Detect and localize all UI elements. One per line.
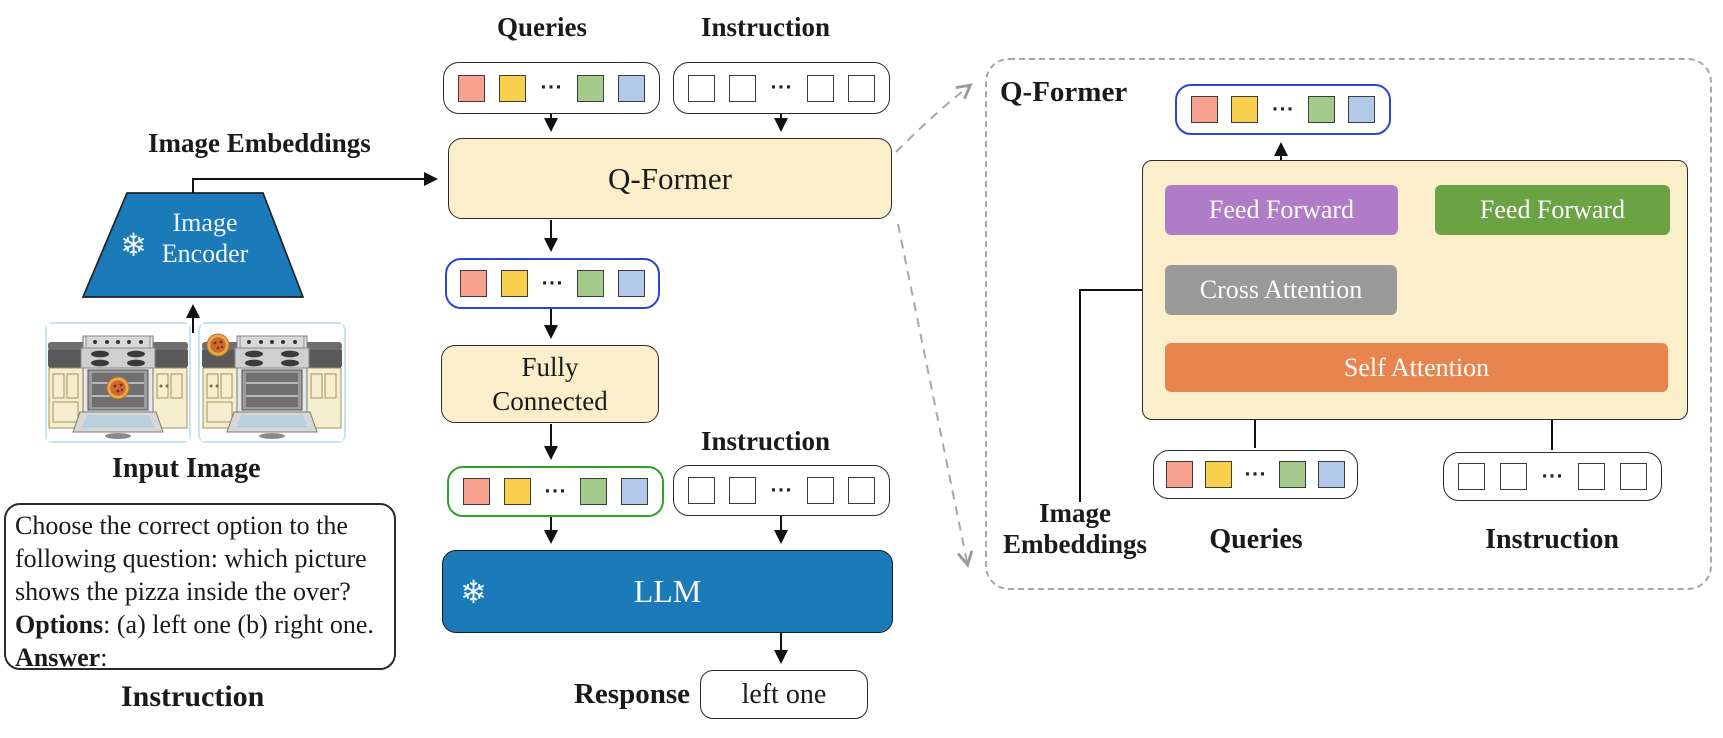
pizza-icon (106, 376, 130, 400)
query-output-token-row: ··· (445, 258, 660, 309)
prompt-line-answer: Answer: (15, 643, 108, 672)
query-token (1307, 96, 1335, 123)
feed-forward-left-box: Feed Forward (1165, 185, 1398, 235)
query-token (499, 74, 527, 102)
queries-label-detail: Queries (1209, 524, 1303, 555)
prompt-line: shows the pizza inside the over? (15, 577, 351, 606)
oven-with-pizza-inside (47, 324, 189, 441)
ellipsis: ··· (1244, 464, 1267, 485)
instruction-label-top: Instruction (701, 12, 831, 42)
query-token (1278, 461, 1306, 488)
image-embeddings-label: Image Embeddings (148, 128, 371, 158)
text-token (729, 477, 757, 504)
ellipsis: ··· (770, 480, 793, 501)
instruction-token-row-top: ··· (673, 62, 890, 114)
query-token (577, 270, 605, 297)
response-value-box: left one (700, 670, 868, 719)
query-token (1348, 96, 1376, 123)
image-embeddings-label-detail: Image Embeddings (1002, 498, 1148, 559)
ellipsis: ··· (1271, 99, 1295, 120)
query-token (580, 478, 608, 505)
instruction-label-detail: Instruction (1485, 524, 1619, 555)
text-token (729, 74, 757, 102)
queries-label-top: Queries (497, 12, 587, 42)
query-token (617, 74, 645, 102)
input-image-left (45, 322, 191, 443)
pizza-icon (206, 333, 230, 357)
ellipsis: ··· (770, 78, 793, 98)
text-token (1458, 463, 1486, 490)
text-token (1619, 463, 1647, 490)
input-image-right (198, 322, 346, 443)
qformer-detail-title: Q-Former (1000, 76, 1128, 108)
query-token (458, 74, 486, 102)
prompt-line: following question: which picture (15, 544, 367, 573)
input-image-label: Input Image (112, 453, 261, 484)
text-token (806, 477, 834, 504)
image-encoder-label: Image Encoder (161, 208, 249, 268)
query-token (503, 478, 531, 505)
cross-attention-box: Cross Attention (1165, 265, 1397, 315)
ellipsis: ··· (540, 78, 563, 98)
queries-token-row: ··· (443, 62, 660, 114)
ellipsis: ··· (544, 481, 567, 502)
oven-with-pizza-on-counter (201, 324, 343, 441)
fully-connected-box: Fully Connected (441, 345, 659, 423)
query-token (460, 270, 488, 297)
qformer-detail-panel (985, 58, 1712, 590)
text-token (688, 477, 716, 504)
query-token (1190, 96, 1218, 123)
snowflake-icon: ❄ (120, 226, 147, 264)
prompt-line: Choose the correct option to the (15, 511, 348, 540)
llm-box: ❄ LLM (442, 550, 893, 633)
query-token (462, 478, 490, 505)
projected-token-row: ··· (447, 466, 664, 517)
ellipsis: ··· (1541, 466, 1564, 487)
query-token (621, 478, 649, 505)
query-token (1166, 461, 1194, 488)
text-token (806, 74, 834, 102)
instruction-prompt-box: Choose the correct option to the followi… (4, 503, 396, 672)
prompt-line-options: Options: (a) left one (b) right one. (15, 610, 374, 639)
instruction-token-row-detail: ··· (1443, 452, 1662, 501)
feed-forward-right-box: Feed Forward (1435, 185, 1670, 235)
instruction-label-left: Instruction (121, 680, 265, 713)
qformer-box: Q-Former (448, 138, 892, 219)
query-token (1317, 461, 1345, 488)
queries-token-row-detail: ··· (1153, 450, 1358, 499)
query-token (1205, 461, 1233, 488)
text-token (847, 74, 875, 102)
query-token (500, 270, 528, 297)
ellipsis: ··· (541, 273, 564, 294)
fully-connected-label: Fully Connected (492, 352, 608, 416)
query-token (1231, 96, 1259, 123)
text-token (1499, 463, 1527, 490)
llm-label: LLM (633, 573, 702, 609)
query-output-token-row-detail: ··· (1175, 84, 1391, 135)
instruction-token-row-middle: ··· (673, 465, 890, 516)
text-token (1578, 463, 1606, 490)
query-token (576, 74, 604, 102)
self-attention-box: Self Attention (1165, 343, 1668, 392)
text-token (688, 74, 716, 102)
instruction-label-middle: Instruction (701, 426, 831, 456)
text-token (847, 477, 875, 504)
query-token (617, 270, 645, 297)
snowflake-icon: ❄ (460, 573, 487, 611)
response-label: Response (573, 678, 690, 710)
